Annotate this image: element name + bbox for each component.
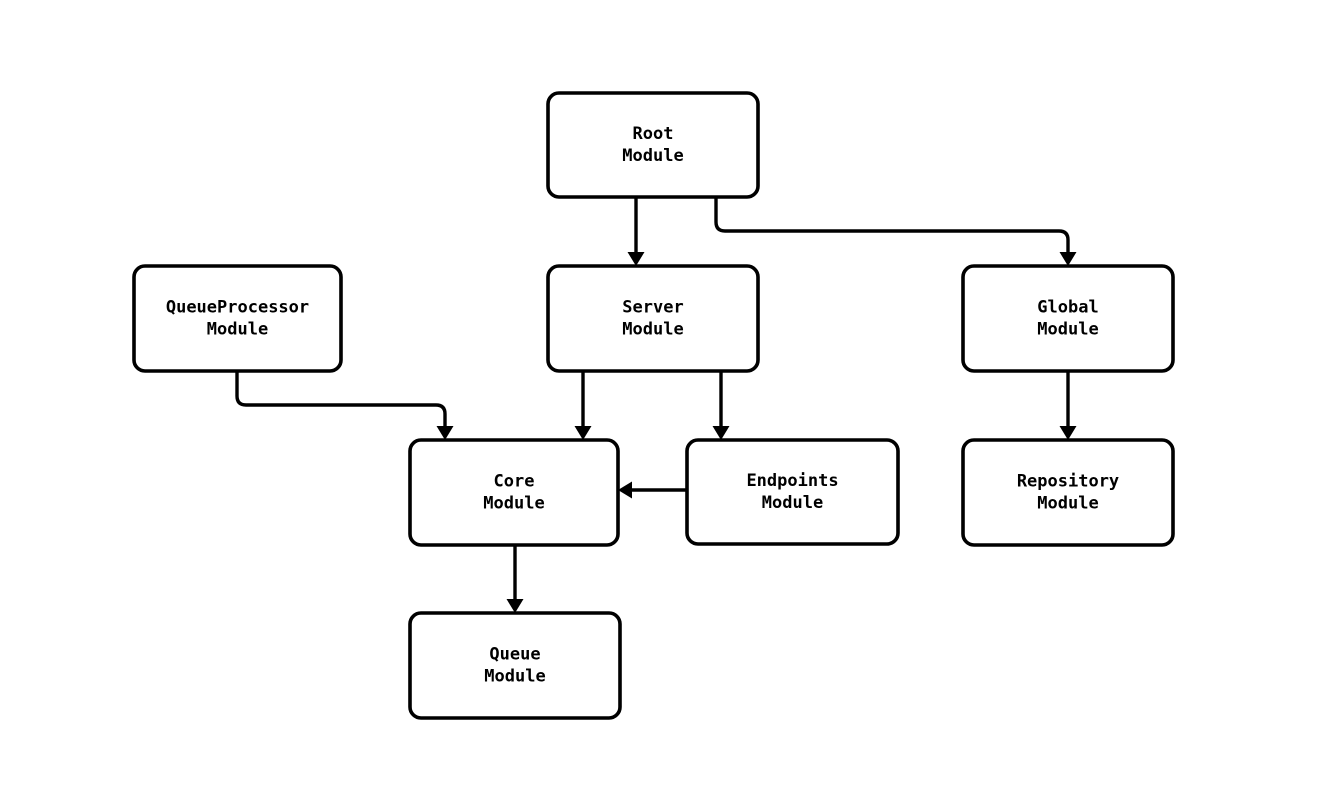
arrowhead-icon — [1059, 426, 1077, 440]
node-label-line2: Module — [483, 494, 544, 514]
edge-root-to-server — [627, 197, 645, 266]
node-box[interactable] — [546, 264, 760, 373]
edge-root-to-global — [714, 197, 1077, 266]
node-label-line2: Module — [484, 667, 545, 687]
node-label-line2: Module — [622, 146, 683, 166]
node-label-line1: QueueProcessor — [166, 298, 309, 318]
edge-line — [714, 197, 1070, 252]
arrowhead-icon — [618, 481, 632, 499]
node-box[interactable] — [961, 264, 1175, 373]
node-box[interactable] — [546, 91, 760, 199]
arrowhead-icon — [436, 426, 454, 440]
node-box[interactable] — [132, 264, 343, 373]
arrowhead-icon — [574, 426, 592, 440]
node-label-line2: Module — [622, 320, 683, 340]
node-label-line2: Module — [1037, 494, 1098, 514]
node-box[interactable] — [685, 438, 900, 546]
node-label-line1: Global — [1037, 298, 1098, 318]
node-label-line1: Core — [494, 472, 535, 492]
node-box[interactable] — [408, 611, 622, 720]
node-label-line1: Endpoints — [746, 471, 838, 491]
edge-server-to-core — [574, 371, 592, 440]
edge-queueprocessor-to-core — [235, 371, 454, 440]
node-label-line2: Module — [207, 320, 268, 340]
node-label-line1: Queue — [489, 645, 540, 665]
node-box[interactable] — [408, 438, 620, 547]
node-box[interactable] — [961, 438, 1175, 547]
arrowhead-icon — [712, 426, 730, 440]
edge-server-to-endpoints — [712, 371, 730, 440]
node-label-line2: Module — [762, 493, 823, 513]
arrowhead-icon — [1059, 252, 1077, 266]
edge-core-to-queue — [506, 545, 524, 613]
edge-endpoints-to-core — [618, 481, 687, 499]
edges-layer — [235, 197, 1077, 613]
arrowhead-icon — [506, 599, 524, 613]
arrowhead-icon — [627, 252, 645, 266]
edge-line — [235, 371, 447, 426]
node-label-line1: Repository — [1017, 472, 1119, 492]
edge-global-to-repository — [1059, 371, 1077, 440]
node-label-line1: Server — [622, 298, 683, 318]
node-label-line2: Module — [1037, 320, 1098, 340]
node-label-line1: Root — [633, 124, 674, 144]
